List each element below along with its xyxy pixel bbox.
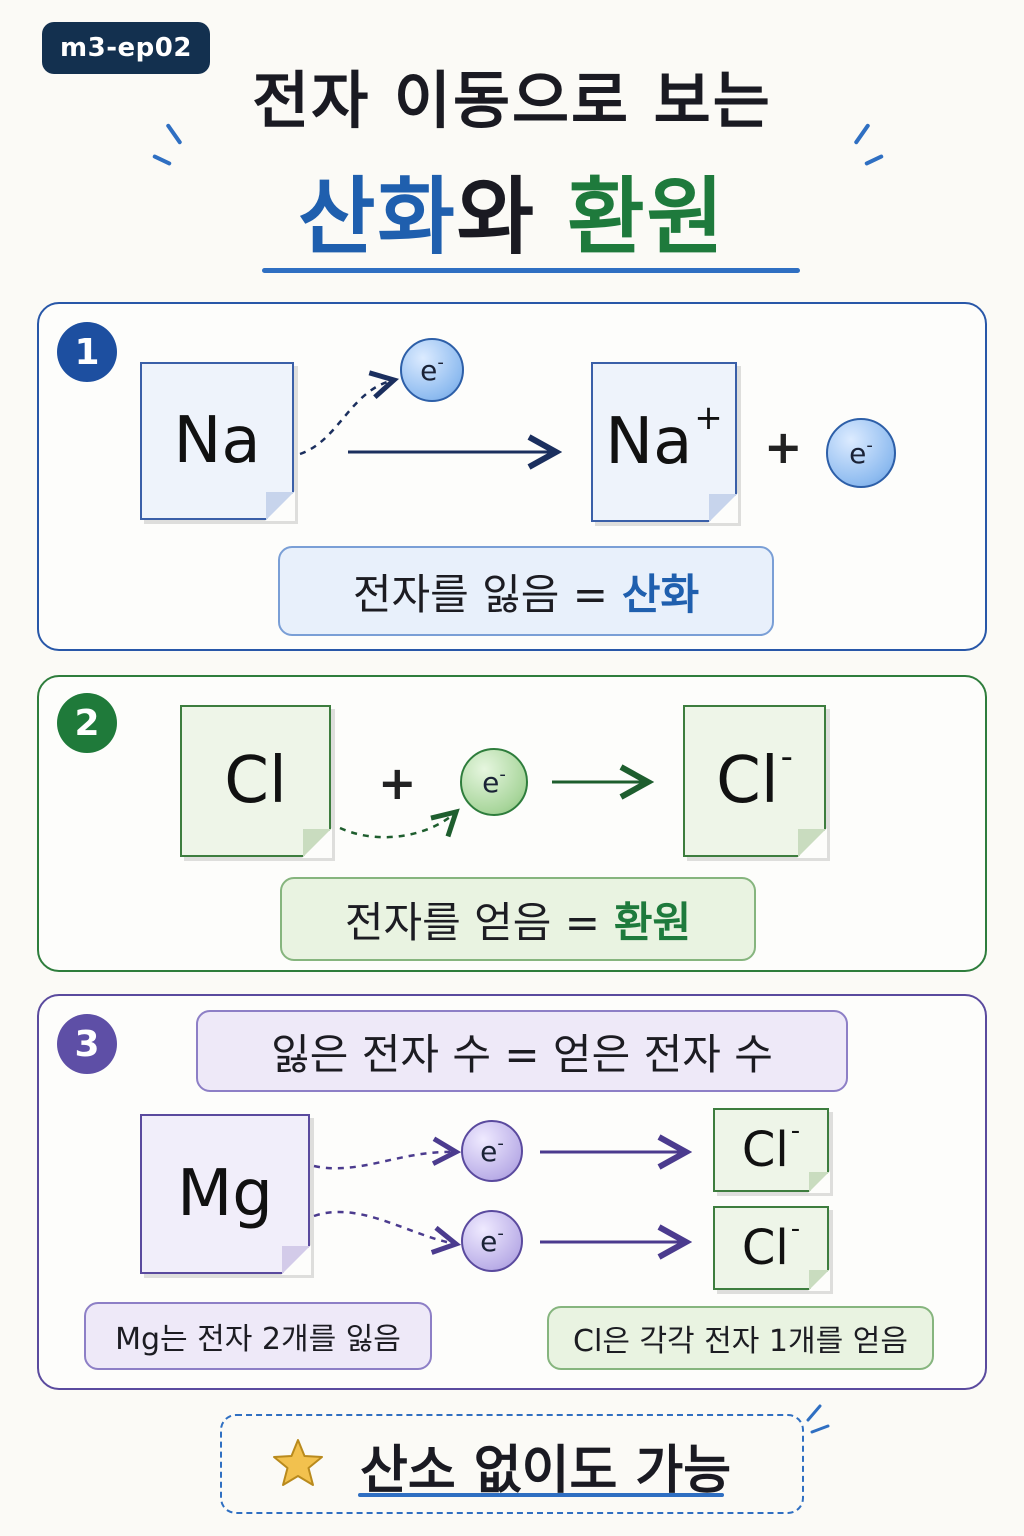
footer-text: 산소 없이도 가능 — [360, 1441, 732, 1501]
mg-loses-note: Mg는 전자 2개를 잃음 — [84, 1302, 432, 1370]
cl-ion-symbol: Cl- — [716, 736, 793, 818]
oxidation-definition: 전자를 잃음 =산화 — [278, 546, 774, 636]
plus-sign-2: + — [378, 756, 417, 810]
episode-tag: m3-ep02 — [42, 22, 210, 74]
conservation-rule: 잃은 전자 수 = 얻은 전자 수 — [196, 1010, 848, 1092]
na-electron-path — [299, 380, 394, 456]
electron-gained: e- — [460, 748, 528, 816]
footer-spark-2 — [810, 1424, 830, 1434]
reduction-word: 환원 — [613, 897, 692, 947]
cl-ion-card-1: Cl- — [713, 1108, 830, 1193]
title-line-1: 전자 이동으로 보는 — [252, 64, 772, 137]
cl-atom-card: Cl — [180, 705, 332, 858]
cl-gains-note: Cl은 각각 전자 1개를 얻음 — [547, 1306, 934, 1370]
plus-sign-1: + — [764, 420, 803, 474]
cl-electron-path — [339, 812, 456, 839]
oxidation-word: 산화 — [621, 569, 700, 619]
step-number-2: 2 — [57, 693, 117, 753]
na-atom-card: Na — [140, 362, 295, 521]
mg-symbol: Mg — [177, 1157, 273, 1231]
mg-electron-path-1 — [313, 1152, 456, 1170]
step-number-3: 3 — [57, 1014, 117, 1074]
reduction-definition: 전자를 얻음 =환원 — [280, 877, 756, 961]
step-number-1: 1 — [57, 322, 117, 382]
electron-mg-1: e- — [461, 1120, 523, 1182]
na-ion-card: Na+ — [591, 362, 738, 523]
footer-box — [220, 1414, 804, 1514]
cl-ion-card-2: Cl- — [713, 1206, 830, 1291]
title-connector: 와 — [456, 168, 537, 266]
title-underline — [262, 268, 800, 273]
title-oxidation: 산화 — [298, 168, 457, 266]
electron-product: e- — [826, 418, 896, 488]
electron-released: e- — [400, 338, 464, 402]
footer-spark-1 — [806, 1404, 822, 1422]
mg-atom-card: Mg — [140, 1114, 311, 1275]
cl-symbol: Cl — [224, 744, 287, 818]
star-icon — [273, 1439, 323, 1486]
cl-ion-card: Cl- — [683, 705, 827, 858]
na-ion-symbol: Na+ — [605, 397, 723, 479]
mg-electron-path-2 — [313, 1210, 456, 1244]
na-symbol: Na — [173, 404, 261, 478]
title-reduction: 환원 — [567, 168, 726, 266]
title-line-2: 산화와 환원 — [0, 150, 1024, 271]
footer-underline — [358, 1493, 724, 1497]
electron-mg-2: e- — [461, 1210, 523, 1272]
